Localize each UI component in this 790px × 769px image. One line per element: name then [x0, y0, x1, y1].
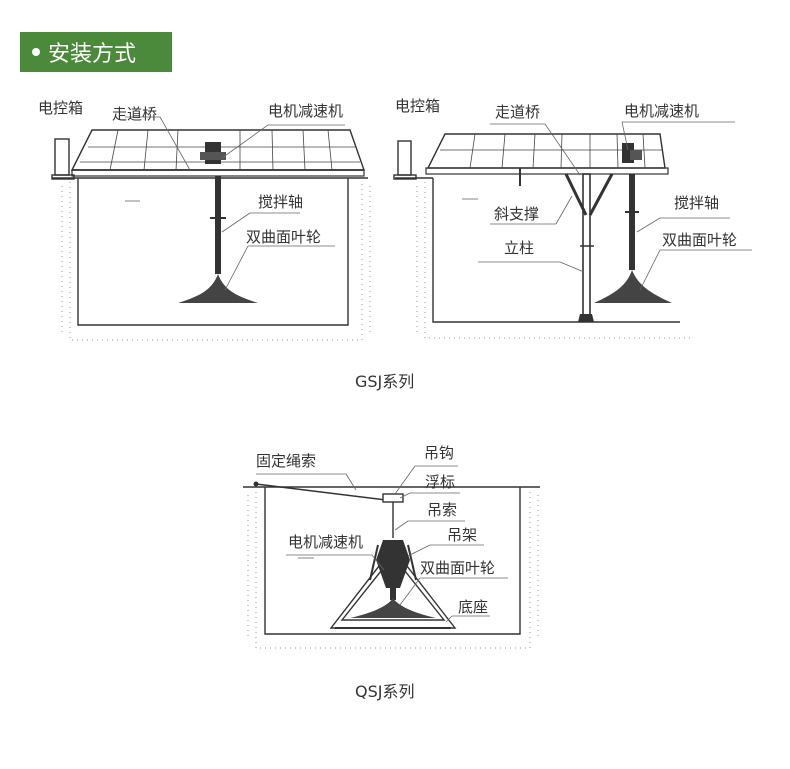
label-base: 底座: [458, 598, 488, 616]
motor-reducer: [376, 540, 410, 588]
agitator-shaft: [215, 176, 221, 274]
tank-outline: [77, 178, 349, 326]
label-impeller: 双曲面叶轮: [246, 228, 321, 246]
label-control-box: 电控箱: [38, 99, 83, 117]
label-hook: 吊钩: [424, 444, 454, 462]
label-column: 立柱: [504, 239, 534, 257]
label-walkway-bridge: 走道桥: [112, 105, 157, 123]
label-control-box: 电控箱: [395, 97, 440, 115]
label-brace: 斜支撑: [494, 205, 539, 223]
label-impeller: 双曲面叶轮: [662, 231, 737, 249]
caption-qsj: QSJ系列: [355, 682, 414, 701]
gsj-right-diagram: 电控箱 走道桥 电机减速机 斜支撑 搅拌轴 立柱 双曲面叶轮: [393, 97, 752, 339]
caption-gsj: GSJ系列: [355, 372, 414, 391]
control-box: [54, 138, 70, 176]
label-motor-reducer: 电机减速机: [268, 102, 343, 120]
walkway-bridge: [70, 129, 365, 177]
brace-right: [588, 173, 614, 216]
label-cable: 吊索: [427, 501, 457, 519]
label-motor-reducer: 电机减速机: [288, 533, 363, 551]
bullet-icon: [32, 48, 40, 56]
label-shaft: 搅拌轴: [258, 193, 303, 211]
label-float: 浮标: [425, 473, 455, 491]
impeller: [178, 274, 258, 303]
label-rope: 固定绳索: [256, 452, 316, 470]
impeller: [594, 270, 672, 303]
label-walkway-bridge: 走道桥: [495, 103, 540, 121]
label-shaft: 搅拌轴: [674, 194, 719, 212]
section-header: 安装方式: [20, 32, 172, 72]
tank-outline: [264, 487, 521, 635]
qsj-diagram: 固定绳索 吊钩 浮标 吊索 电机减速机 吊架 双曲面叶轮 底座: [243, 444, 540, 649]
label-frame: 吊架: [447, 526, 477, 544]
tank-outline: [432, 178, 680, 323]
label-motor-reducer: 电机减速机: [624, 102, 699, 120]
agitator-shaft: [629, 174, 635, 270]
impeller: [350, 598, 436, 618]
gsj-left-diagram: 电控箱 走道桥 电机减速机 搅拌轴 双曲面叶轮: [38, 99, 371, 341]
control-box: [397, 140, 412, 176]
label-impeller: 双曲面叶轮: [420, 559, 495, 577]
fixed-rope: [255, 483, 387, 501]
section-title: 安装方式: [48, 42, 137, 67]
